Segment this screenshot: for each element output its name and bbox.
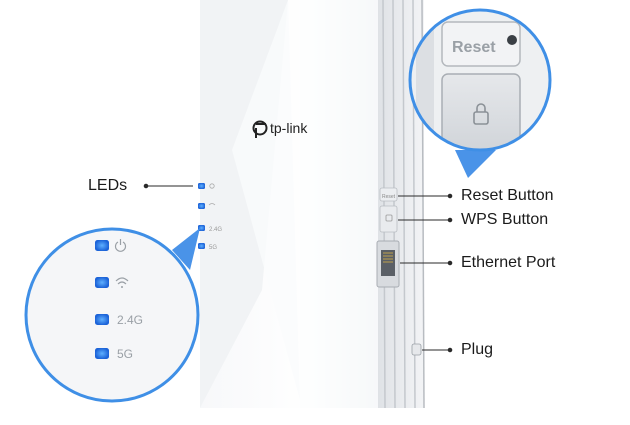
plug-icon	[411, 343, 422, 356]
device-body	[200, 0, 425, 409]
zoom-led-label: 5G	[117, 347, 133, 361]
zoom-reset-button	[441, 21, 521, 67]
ethernet-port-label: Ethernet Port	[461, 254, 556, 271]
device-reset-marking: Reset	[382, 194, 396, 200]
zoom-led-ring	[24, 227, 200, 403]
wps-button-label: WPS Button	[461, 211, 549, 228]
device-led-label: 2.4G	[209, 227, 222, 233]
callout-lines	[143, 183, 453, 353]
zoom-pointer	[455, 150, 496, 178]
zoom-led-power	[95, 240, 109, 251]
device-side-controls: Reset	[376, 187, 422, 356]
device-wps-lock-icon	[385, 214, 393, 222]
zoom-led-pointer	[172, 228, 200, 270]
device-led-wifi-icon	[208, 203, 216, 206]
leds-label: LEDs	[88, 177, 128, 194]
zoom-wps-button	[441, 73, 521, 150]
zoom-led-24g	[95, 314, 109, 325]
zoom-reset-marking: Reset	[452, 39, 496, 56]
device-led-5g	[198, 243, 205, 249]
device-led-wifi	[198, 203, 205, 209]
zoom-led-5g	[95, 348, 109, 359]
device-led-24g	[198, 225, 205, 231]
device-led-power	[198, 183, 205, 189]
reset-button-label: Reset Button	[461, 187, 554, 204]
plug-label: Plug	[461, 341, 494, 358]
zoom-reset-wps: Reset	[408, 8, 552, 178]
brand-name: tp-link	[270, 120, 308, 136]
lock-icon	[473, 103, 489, 125]
zoom-led-label: 2.4G	[117, 313, 143, 327]
zoom-leds: 2.4G 5G	[24, 227, 200, 403]
tp-link-logo-icon	[252, 120, 268, 138]
zoom-led-wifi	[95, 277, 109, 288]
device-led-power-icon	[209, 183, 215, 189]
power-icon	[114, 239, 127, 252]
device-reset-button	[379, 187, 398, 202]
wifi-icon	[115, 277, 129, 288]
device-led-label: 5G	[209, 245, 217, 251]
zoom-ring	[408, 8, 552, 152]
device-leds: 2.4G 5G	[198, 183, 222, 251]
device-wps-button	[379, 205, 398, 233]
